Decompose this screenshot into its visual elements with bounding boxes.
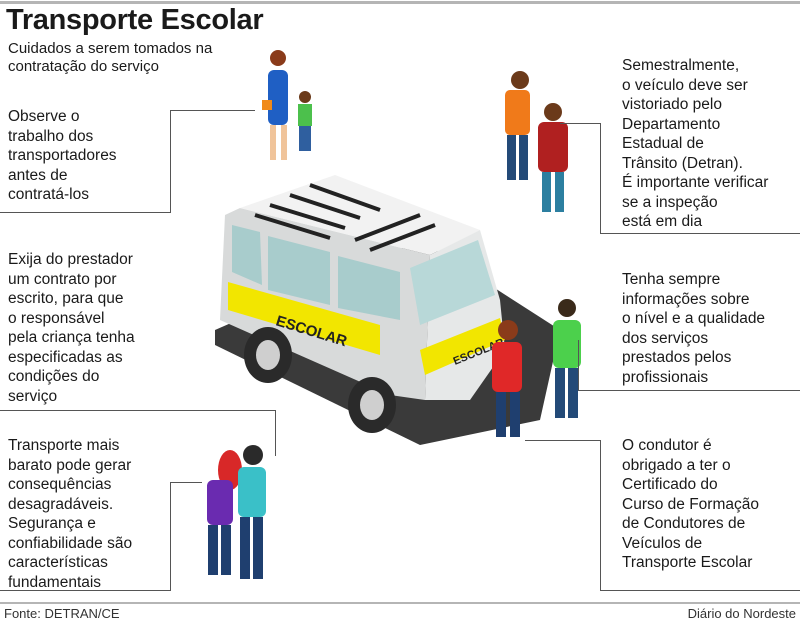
connector-line: [275, 410, 276, 456]
text-line: está em dia: [622, 213, 703, 230]
connector-line: [600, 440, 601, 590]
couple-illustration: [207, 445, 266, 579]
text-line: Transporte mais: [8, 437, 120, 454]
text-line: trabalho dos: [8, 127, 94, 145]
tip-service-quality: Tenha sempre informações sobre o nível e a…: [622, 270, 765, 387]
text-line: Exija do prestador: [8, 251, 133, 268]
connector-line: [170, 110, 255, 111]
text-line: Tenha sempre: [622, 271, 721, 288]
text-line: Semestralmente,: [622, 57, 740, 74]
text-line: desagradáveis.: [8, 495, 114, 513]
text-line: Veículos de: [622, 534, 703, 552]
connector-line: [560, 123, 601, 124]
text-line: transportadores: [8, 147, 117, 164]
text-line: características: [8, 554, 108, 571]
bottom-divider: [0, 602, 800, 604]
van-illustration: ESCOLAR ESCOLAR: [220, 175, 506, 433]
text-line: especificadas as: [8, 348, 123, 366]
text-line: Estadual de: [622, 135, 704, 152]
connector-line: [0, 212, 171, 213]
text-line: antes de: [8, 166, 68, 184]
connector-line: [600, 590, 800, 591]
text-line: barato pode gerar: [8, 456, 132, 474]
text-line: o responsável: [8, 309, 105, 327]
connector-line: [600, 233, 800, 234]
text-line: informações sobre: [622, 290, 750, 308]
connector-line: [578, 390, 800, 391]
text-line: escrito, para que: [8, 290, 124, 307]
driver-and-client-illustration: [492, 299, 581, 437]
text-line: o veículo deve ser: [622, 76, 748, 94]
connector-line: [0, 410, 276, 411]
connector-line: [170, 482, 171, 590]
text-line: prestados pelos: [622, 349, 732, 366]
text-line: profissionais: [622, 368, 709, 386]
tip-vehicle-inspection: Semestralmente, o veículo deve ser vistori…: [622, 56, 768, 232]
text-line: se a inspeção: [622, 193, 718, 211]
text-line: Transporte Escolar: [622, 554, 753, 571]
text-line: O condutor é: [622, 437, 712, 454]
mother-child-illustration: [262, 50, 312, 160]
text-line: consequências: [8, 476, 112, 493]
text-line: fundamentais: [8, 573, 102, 591]
top-divider: [0, 1, 800, 4]
text-line: confiabilidade são: [8, 534, 133, 552]
page-subtitle: Cuidados a serem tomados na contratação …: [8, 40, 213, 75]
text-line: Departamento: [622, 115, 721, 133]
source-credit: Fonte: DETRAN/CE: [4, 606, 120, 621]
text-line: obrigado a ter o: [622, 456, 731, 474]
text-line: vistoriado pelo: [622, 96, 722, 113]
tip-written-contract: Exija do prestador um contrato por escrito…: [8, 250, 135, 406]
text-line: Trânsito (Detran).: [622, 154, 743, 172]
connector-line: [0, 590, 171, 591]
connector-line: [170, 110, 171, 213]
text-line: contratá-los: [8, 186, 89, 203]
text-line: o nível e a qualidade: [622, 310, 766, 327]
publisher-credit: Diário do Nordeste: [687, 606, 796, 621]
text-line: um contrato por: [8, 270, 117, 288]
inspectors-illustration: [505, 71, 568, 212]
connector-line: [525, 440, 601, 441]
tip-cheap-transport: Transporte mais barato pode gerar consequê…: [8, 436, 132, 592]
connector-line: [600, 123, 601, 233]
text-line: pela criança tenha: [8, 329, 135, 346]
text-line: serviço: [8, 387, 58, 405]
text-line: de Condutores de: [622, 515, 746, 532]
text-line: Observe o: [8, 108, 80, 125]
text-line: Certificado do: [622, 476, 718, 493]
tip-observe-drivers: Observe o trabalho dos transportadores ante…: [8, 107, 117, 205]
tip-driver-certificate: O condutor é obrigado a ter o Certificado …: [622, 436, 759, 573]
page-title: Transporte Escolar: [6, 4, 264, 36]
text-line: É importante verificar: [622, 174, 769, 191]
text-line: Segurança e: [8, 515, 96, 532]
text-line: condições do: [8, 368, 100, 385]
text-line: Curso de Formação: [622, 495, 759, 513]
text-line: dos serviços: [622, 329, 709, 347]
connector-line: [170, 482, 202, 483]
connector-line: [578, 340, 579, 390]
